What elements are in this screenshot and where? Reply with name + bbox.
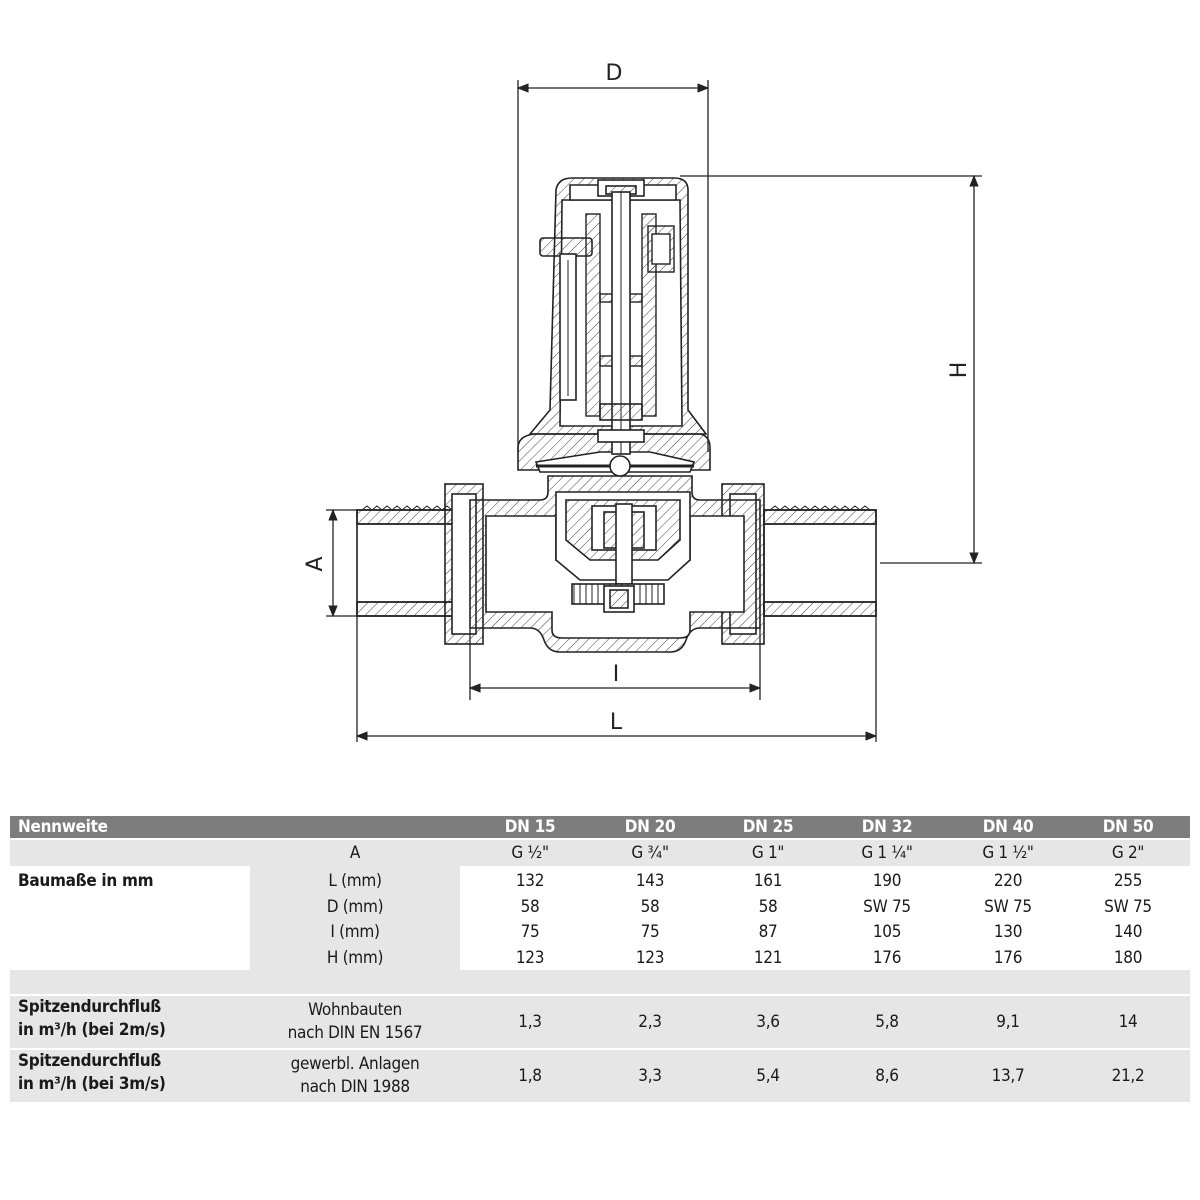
flow-condition-line: Wohnbauten [308,1000,402,1020]
dimension-lines [326,80,982,742]
table-cell: 190 [872,871,902,891]
table-cell: SW 75 [863,897,911,917]
table-cell: G 2" [1111,843,1145,863]
table-cell: G 1" [751,843,785,863]
table-cell: 58 [520,897,540,917]
dimension-label-a: A [303,556,328,571]
table-cell: G ¾" [631,843,669,863]
table-cell: 75 [640,922,660,942]
header-size: DN 32 [861,817,913,837]
table-cell: 75 [520,922,540,942]
table-cell: 5,4 [756,1066,780,1086]
header-size: DN 40 [982,817,1034,837]
dimension-label-h: H [947,362,972,379]
param-label: L (mm) [328,871,382,891]
flow-condition-line: nach DIN 1988 [300,1077,410,1097]
table-cell: 5,8 [875,1012,899,1032]
table-cell: 180 [1113,948,1143,968]
table-cell: 176 [993,948,1023,968]
flow-condition: gewerbl. Anlagen nach DIN 1988 [250,1050,460,1102]
table-cell: 87 [758,922,778,942]
group-label: Baumaße in mm [18,871,154,891]
table-row: Spitzendurchfluß in m³/h (bei 2m/s) Wohn… [10,996,1190,1048]
table-row: D (mm) 58 58 58 SW 75 SW 75 SW 75 [10,894,1190,920]
table-cell: 123 [635,948,665,968]
header-size: DN 25 [742,817,794,837]
table-cell: 161 [753,871,783,891]
flow-label-line: Spitzendurchfluß [18,1051,161,1071]
table-row: Spitzendurchfluß in m³/h (bei 3m/s) gewe… [10,1050,1190,1102]
header-size: DN 50 [1102,817,1154,837]
header-size: DN 15 [504,817,556,837]
dimension-label-d: D [606,61,623,86]
table-cell: 3,6 [756,1012,780,1032]
table-cell: 143 [635,871,665,891]
table-cell: 130 [993,922,1023,942]
flow-condition-line: gewerbl. Anlagen [290,1054,420,1074]
table-row: H (mm) 123 123 121 176 176 180 [10,945,1190,971]
flow-label-line: in m³/h (bei 2m/s) [18,1020,166,1040]
table-cell: 1,3 [518,1012,542,1032]
table-cell: 58 [640,897,660,917]
flow-label: Spitzendurchfluß in m³/h (bei 2m/s) [10,996,258,1048]
table-cell: SW 75 [984,897,1032,917]
table-cell: 123 [515,948,545,968]
param-label: H (mm) [326,948,384,968]
header-size: DN 20 [624,817,676,837]
table-cell: 132 [515,871,545,891]
flow-label-line: Spitzendurchfluß [18,997,161,1017]
table-cell: 105 [872,922,902,942]
table-cell: 13,7 [991,1066,1025,1086]
table-cell: 220 [993,871,1023,891]
flow-condition-line: nach DIN EN 1567 [287,1023,423,1043]
table-cell: 1,8 [518,1066,542,1086]
table-row: L (mm) 132 143 161 190 220 255 [10,868,1190,894]
table-cell: 2,3 [638,1012,662,1032]
table-cell: 14 [1118,1012,1138,1032]
table-row: I (mm) 75 75 87 105 130 140 [10,919,1190,945]
param-label: I (mm) [330,922,380,942]
valve-cross-section-drawing: D H A I L [303,61,982,742]
table-cell: 58 [758,897,778,917]
table-cell: 3,3 [638,1066,662,1086]
dimension-table: Nennweite DN 15 DN 20 DN 25 DN 32 DN 40 … [10,816,1190,1102]
header-label: Nennweite [18,817,108,837]
flow-label-line: in m³/h (bei 3m/s) [18,1074,166,1094]
separator-band [10,970,1190,994]
dimension-label-i: I [613,662,620,687]
table-header-row: Nennweite DN 15 DN 20 DN 25 DN 32 DN 40 … [10,816,1190,838]
param-label: A [349,843,361,863]
table-cell: 140 [1113,922,1143,942]
table-cell: 121 [753,948,783,968]
table-row: A G ½" G ¾" G 1" G 1 ¼" G 1 ½" G 2" [10,840,1190,866]
table-cell: 176 [872,948,902,968]
param-label: D (mm) [326,897,384,917]
dimension-label-l: L [610,710,623,735]
table-cell: G ½" [511,843,549,863]
table-cell: 255 [1113,871,1143,891]
table-cell: 8,6 [875,1066,899,1086]
table-cell: 21,2 [1111,1066,1145,1086]
valve-body [356,177,877,653]
table-cell: SW 75 [1104,897,1152,917]
table-cell: G 1 ½" [982,843,1034,863]
table-cell: G 1 ¼" [861,843,913,863]
table-cell: 9,1 [996,1012,1020,1032]
flow-label: Spitzendurchfluß in m³/h (bei 3m/s) [10,1050,258,1102]
flow-condition: Wohnbauten nach DIN EN 1567 [250,996,460,1048]
